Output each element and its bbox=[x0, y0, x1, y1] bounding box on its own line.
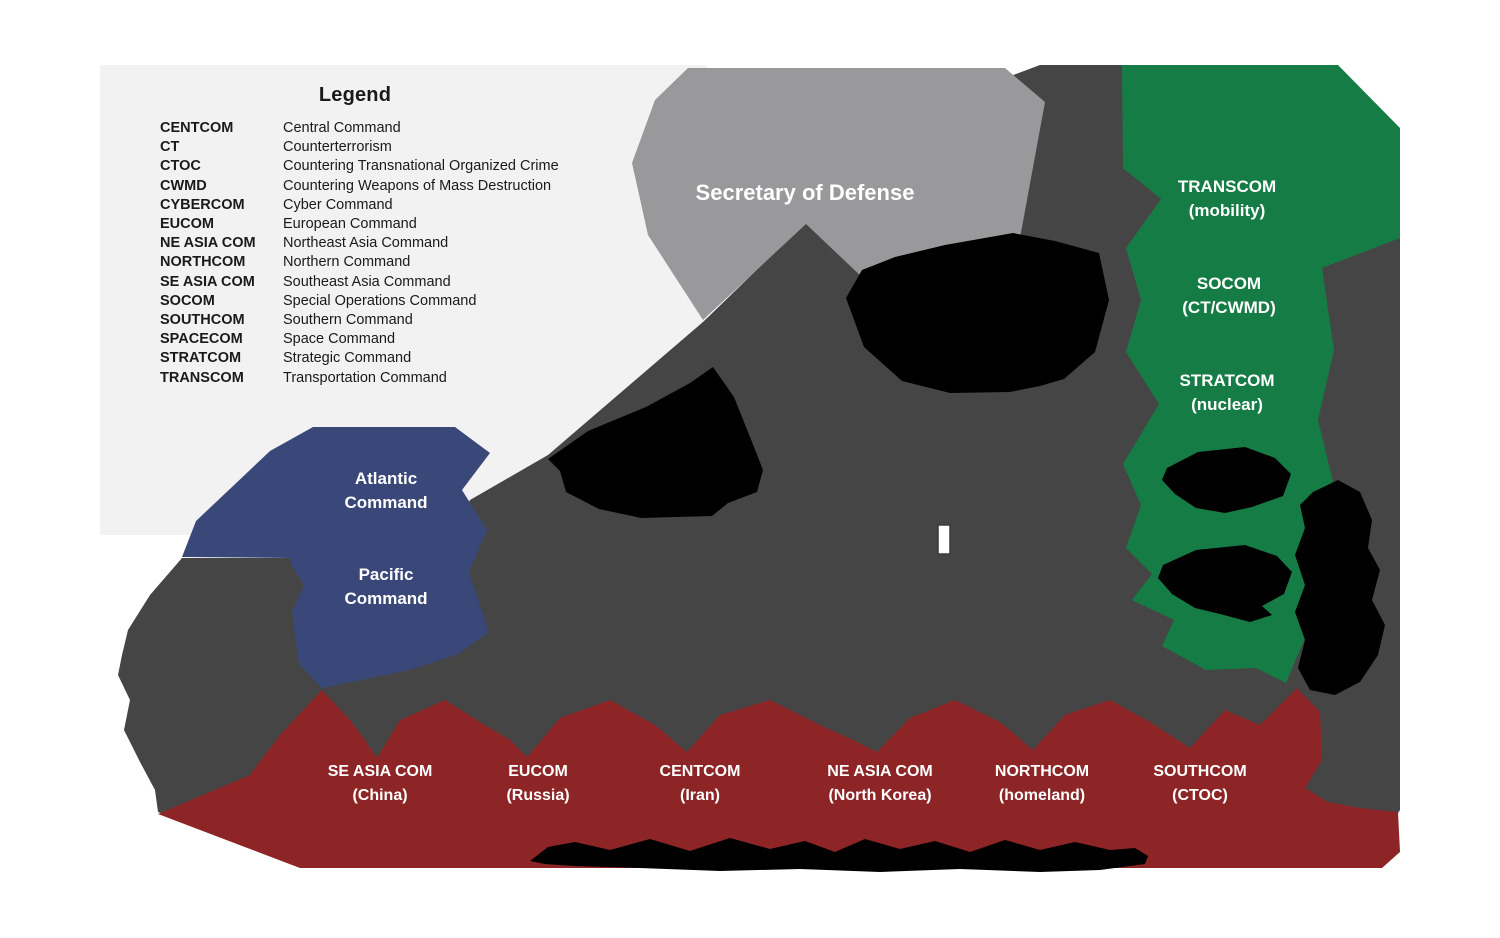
node-secretary-of-defense: Secretary of Defense bbox=[695, 180, 915, 205]
legend-abbr: SOCOM bbox=[160, 292, 215, 309]
legend-abbr: NORTHCOM bbox=[160, 254, 246, 271]
node-northcom-line1: NORTHCOM bbox=[994, 763, 1090, 780]
legend-definition: Counterterrorism bbox=[283, 139, 392, 156]
legend-item: CYBERCOM Cyber Command bbox=[160, 196, 640, 215]
legend-definition: Cyber Command bbox=[283, 196, 393, 213]
node-transcom-line2: (mobility) bbox=[1188, 201, 1266, 220]
node-pacific-command: Pacific Command bbox=[344, 563, 427, 611]
node-stratcom: STRATCOM (nuclear) bbox=[1179, 369, 1274, 417]
node-eucom: EUCOM (Russia) bbox=[506, 760, 569, 808]
node-centcom-line2: (Iran) bbox=[679, 787, 720, 804]
legend-title: Legend bbox=[318, 84, 392, 106]
legend-item: CWMD Countering Weapons of Mass Destructi… bbox=[160, 177, 640, 196]
node-se-asia-com: SE ASIA COM (China) bbox=[328, 760, 433, 808]
node-se-asia-com-line1: SE ASIA COM bbox=[327, 763, 433, 780]
legend-definition: European Command bbox=[283, 216, 417, 233]
redacted-blob-green-upper bbox=[1162, 447, 1291, 513]
legend-definition: Strategic Command bbox=[283, 350, 412, 367]
node-socom-line1: SOCOM bbox=[1196, 274, 1262, 293]
white-i-mark bbox=[937, 524, 951, 555]
legend-item: NORTHCOM Northern Command bbox=[160, 253, 640, 272]
node-atlantic-line2: Command bbox=[344, 493, 428, 512]
legend-abbr: NE ASIA COM bbox=[160, 235, 256, 252]
node-socom: SOCOM (CT/CWMD) bbox=[1182, 272, 1275, 320]
legend-list: CENTCOM Central Command CT Counterterroris… bbox=[160, 119, 640, 388]
legend-item: CT Counterterrorism bbox=[160, 138, 640, 157]
legend-definition: Southeast Asia Command bbox=[283, 273, 451, 290]
node-socom-line2: (CT/CWMD) bbox=[1182, 298, 1276, 317]
node-eucom-line1: EUCOM bbox=[508, 763, 568, 780]
node-centcom-line1: CENTCOM bbox=[659, 763, 741, 780]
node-atlantic-command: Atlantic Command bbox=[344, 467, 427, 515]
legend-item: CENTCOM Central Command bbox=[160, 119, 640, 138]
green-functional-blob bbox=[1122, 65, 1400, 683]
node-atlantic-line1: Atlantic bbox=[354, 469, 418, 488]
node-southcom: SOUTHCOM (CTOC) bbox=[1153, 760, 1246, 808]
legend-item: NE ASIA COM Northeast Asia Command bbox=[160, 234, 640, 253]
legend-abbr: SOUTHCOM bbox=[160, 312, 245, 329]
node-stratcom-line1: STRATCOM bbox=[1179, 371, 1275, 390]
red-regional-band bbox=[158, 688, 1400, 868]
legend-abbr: TRANSCOM bbox=[160, 369, 244, 386]
node-ne-asia-com-line1: NE ASIA COM bbox=[827, 763, 933, 780]
legend-abbr: SE ASIA COM bbox=[160, 273, 255, 290]
legend-abbr: STRATCOM bbox=[160, 350, 242, 367]
legend-abbr: CTOC bbox=[160, 158, 201, 175]
legend-abbr: CWMD bbox=[160, 177, 207, 194]
node-northcom: NORTHCOM (homeland) bbox=[995, 760, 1089, 808]
redacted-bottom-caption-band bbox=[530, 838, 1148, 872]
legend-abbr: EUCOM bbox=[160, 216, 214, 233]
legend-item: SOUTHCOM Southern Command bbox=[160, 311, 640, 330]
legend-item: SE ASIA COM Southeast Asia Command bbox=[160, 273, 640, 292]
node-eucom-line2: (Russia) bbox=[506, 787, 570, 804]
redacted-blob-center-left bbox=[548, 367, 763, 518]
legend-item: SOCOM Special Operations Command bbox=[160, 292, 640, 311]
node-pacific-line1: Pacific bbox=[358, 565, 414, 584]
legend-abbr: CT bbox=[160, 139, 180, 156]
legend-item: SPACECOM Space Command bbox=[160, 330, 640, 349]
legend-item: EUCOM European Command bbox=[160, 215, 640, 234]
legend-abbr: SPACECOM bbox=[160, 331, 243, 348]
node-stratcom-line2: (nuclear) bbox=[1191, 395, 1263, 414]
legend-definition: Countering Weapons of Mass Destruction bbox=[283, 177, 552, 194]
redacted-blob-green-lower bbox=[1158, 545, 1292, 622]
node-southcom-line2: (CTOC) bbox=[1172, 787, 1228, 804]
legend-definition: Northeast Asia Command bbox=[283, 235, 449, 252]
legend-item: TRANSCOM Transportation Command bbox=[160, 369, 640, 388]
node-northcom-line2: (homeland) bbox=[998, 787, 1086, 804]
node-ne-asia-com-line2: (North Korea) bbox=[828, 787, 932, 804]
node-pacific-line2: Command bbox=[344, 589, 428, 608]
legend-definition: Central Command bbox=[283, 120, 401, 136]
legend-definition: Northern Command bbox=[283, 254, 411, 271]
legend-abbr: CENTCOM bbox=[160, 120, 234, 136]
blue-theater-blob bbox=[182, 427, 490, 688]
node-transcom: TRANSCOM (mobility) bbox=[1178, 175, 1276, 223]
node-southcom-line1: SOUTHCOM bbox=[1153, 763, 1247, 780]
legend-definition: Countering Transnational Organized Crime bbox=[283, 158, 559, 175]
legend-definition: Transportation Command bbox=[283, 369, 447, 386]
legend-item: CTOC Countering Transnational Organized C… bbox=[160, 157, 640, 176]
legend-definition: Space Command bbox=[283, 331, 396, 348]
redacted-blob-under-secdef bbox=[846, 233, 1109, 393]
legend-abbr: CYBERCOM bbox=[160, 196, 245, 213]
node-ne-asia-com: NE ASIA COM (North Korea) bbox=[827, 760, 932, 808]
redacted-blob-right-column bbox=[1295, 480, 1385, 695]
legend-item: STRATCOM Strategic Command bbox=[160, 349, 640, 368]
legend-definition: Southern Command bbox=[283, 312, 413, 329]
legend-definition: Special Operations Command bbox=[283, 292, 477, 309]
node-se-asia-com-line2: (China) bbox=[352, 787, 408, 804]
node-centcom: CENTCOM (Iran) bbox=[660, 760, 741, 808]
node-transcom-line1: TRANSCOM bbox=[1177, 177, 1277, 196]
